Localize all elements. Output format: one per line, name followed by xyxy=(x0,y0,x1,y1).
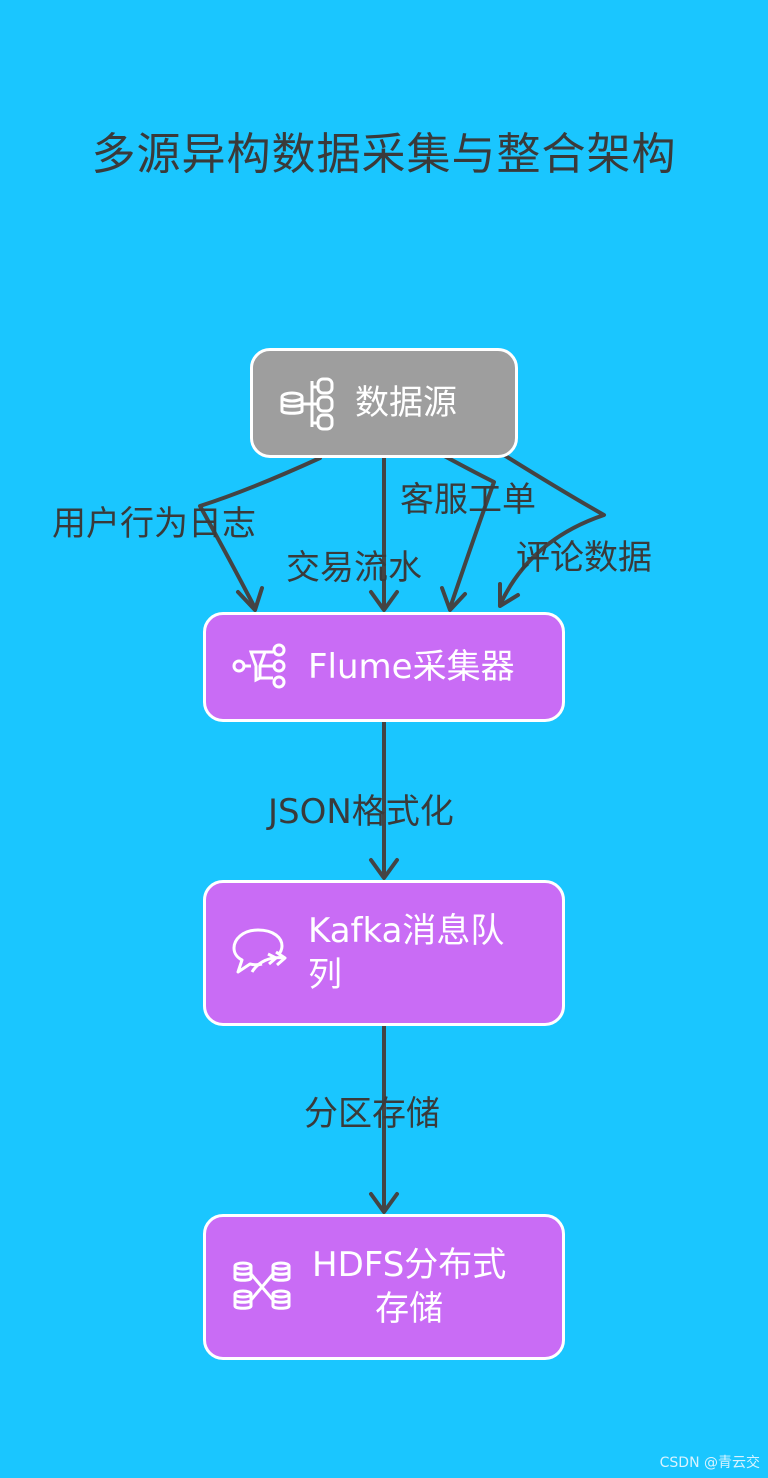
chat-bubbles-icon xyxy=(226,920,296,986)
node-label-data-source: 数据源 xyxy=(355,383,457,423)
edge-service-ticket xyxy=(435,450,496,610)
watermark: CSDN @青云交 xyxy=(659,1455,760,1471)
distributed-database-icon xyxy=(230,1256,294,1318)
edge-label-transaction: 交易流水 xyxy=(286,548,422,588)
node-hdfs-storage[interactable]: HDFS分布式 存储 xyxy=(203,1214,565,1360)
arrowhead-json-format xyxy=(369,858,399,880)
edge-label-review: 评论数据 xyxy=(516,538,652,578)
diagram-title: 多源异构数据采集与整合架构 xyxy=(91,129,677,180)
edge-user-log xyxy=(198,456,322,610)
arrowhead-transaction xyxy=(369,590,399,612)
edge-label-partition-storage: 分区存储 xyxy=(304,1094,440,1134)
edge-label-json-format: JSON格式化 xyxy=(268,792,454,832)
node-label-hdfs-line1: HDFS分布式 xyxy=(312,1245,507,1285)
node-label-kafka-line2: 列 xyxy=(308,955,342,995)
node-label-hdfs-line2: 存储 xyxy=(375,1289,444,1329)
edge-review xyxy=(494,448,606,607)
node-label-kafka: Kafka消息队 列 xyxy=(308,909,504,997)
arrowhead-review xyxy=(498,582,520,608)
node-label-hdfs: HDFS分布式 存储 xyxy=(312,1243,506,1331)
arrowhead-service-ticket xyxy=(440,586,467,612)
funnel-network-icon xyxy=(230,636,294,698)
arrowhead-user-log xyxy=(236,586,264,612)
database-tree-icon xyxy=(275,371,345,435)
node-flume-collector[interactable]: Flume采集器 xyxy=(203,612,565,722)
node-label-flume: Flume采集器 xyxy=(308,647,515,687)
edge-label-service-ticket: 客服工单 xyxy=(400,480,536,520)
node-label-kafka-line1: Kafka消息队 xyxy=(308,911,505,951)
node-kafka-queue[interactable]: Kafka消息队 列 xyxy=(203,880,565,1026)
node-data-source[interactable]: 数据源 xyxy=(250,348,518,458)
arrowhead-partition-storage xyxy=(369,1192,399,1214)
edge-label-user-log: 用户行为日志 xyxy=(52,504,256,544)
